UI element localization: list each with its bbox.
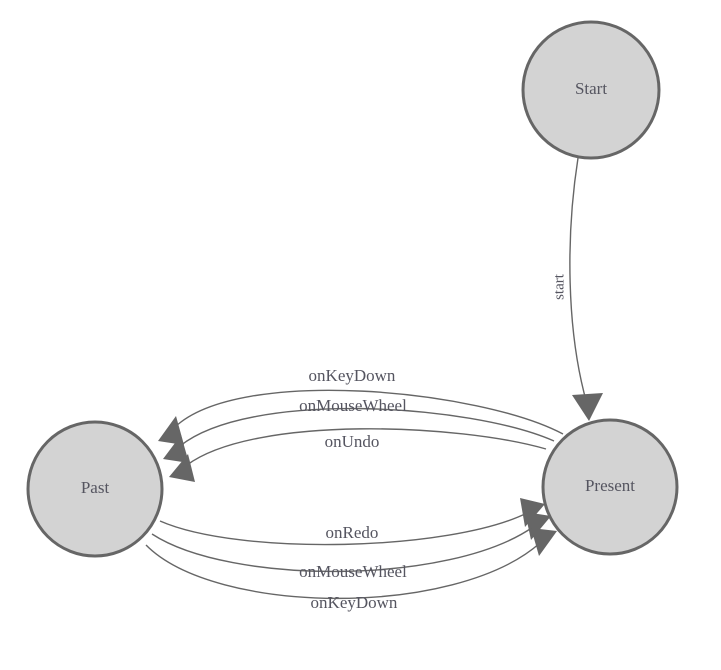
edge-label-start: start xyxy=(551,273,567,300)
edge-present-to-past-onmousewheel[interactable]: onMouseWheel xyxy=(163,396,555,463)
edge-label-present-past-onkeydown: onKeyDown xyxy=(309,366,396,385)
edge-present-to-past-onkeydown-path xyxy=(174,389,564,435)
edge-present-to-past-onundo-arrowhead xyxy=(169,454,195,482)
edge-past-to-present-onkeydown-arrowhead xyxy=(531,528,557,556)
edge-past-to-present-onkeydown-path xyxy=(145,542,541,600)
node-present[interactable]: Present xyxy=(541,418,679,556)
edge-past-to-present-onredo-arrowhead xyxy=(520,498,545,527)
node-start-circle xyxy=(521,20,661,160)
node-present-label: Present xyxy=(585,476,635,495)
edge-present-to-past-onmousewheel-arrowhead xyxy=(163,435,189,463)
edge-label-present-past-onundo: onUndo xyxy=(325,432,380,451)
node-start-label: Start xyxy=(575,79,607,98)
edge-label-past-present-onredo: onRedo xyxy=(326,523,379,542)
edge-past-to-present-onmousewheel-arrowhead xyxy=(525,512,551,540)
node-past[interactable]: Past xyxy=(26,420,164,558)
edge-present-to-past-onundo-path xyxy=(186,428,547,466)
edge-label-past-present-onmousewheel: onMouseWheel xyxy=(299,562,407,581)
edge-past-to-present-onredo-path xyxy=(159,512,528,546)
node-start[interactable]: Start xyxy=(521,20,661,160)
node-present-circle xyxy=(541,418,679,556)
edge-present-to-past-onkeydown-arrowhead xyxy=(158,416,184,445)
edge-start-to-present[interactable]: start xyxy=(551,157,603,421)
node-past-label: Past xyxy=(81,478,110,497)
edge-present-to-past-onkeydown[interactable]: onKeyDown xyxy=(158,366,564,445)
edge-present-to-past-onmousewheel-path xyxy=(179,407,555,447)
edge-past-to-present-onmousewheel[interactable]: onMouseWheel xyxy=(151,512,551,581)
edge-label-present-past-onmousewheel: onMouseWheel xyxy=(299,396,407,415)
node-past-circle xyxy=(26,420,164,558)
edge-start-to-present-arrowhead xyxy=(572,393,603,421)
edge-present-to-past-onundo[interactable]: onUndo xyxy=(169,428,547,482)
edge-past-to-present-onkeydown[interactable]: onKeyDown xyxy=(145,528,557,612)
edge-label-past-present-onkeydown: onKeyDown xyxy=(311,593,398,612)
edge-past-to-present-onredo[interactable]: onRedo xyxy=(159,498,545,546)
edge-past-to-present-onmousewheel-path xyxy=(151,526,534,573)
edge-start-to-present-path xyxy=(569,157,588,405)
